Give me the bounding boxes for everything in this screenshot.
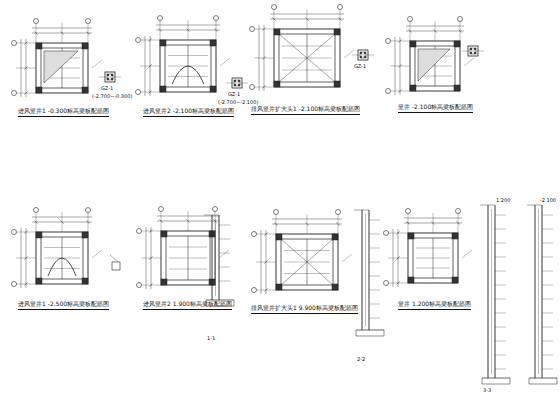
drawing-title: 进风竖井2 -2.100标高梁板配筋图 <box>143 108 234 117</box>
drawing-title: 进风竖井2 1.900标高梁板配筋图 <box>143 301 232 310</box>
annotation: GZ-1 <box>354 64 366 70</box>
annotation: (-2.700~-2.100) <box>218 100 258 106</box>
annotation: GZ-1 <box>228 92 240 98</box>
drawing-title: 竖井 1.200标高梁板配筋图 <box>398 301 471 310</box>
drawing-title: 进风竖井1 -0.300标高梁板配筋图 <box>18 108 109 117</box>
drawing-title: 排风竖井扩大头1 -2.100标高梁板配筋图 <box>251 106 360 115</box>
annotation: 1.200 <box>496 198 510 204</box>
drawing-title: 排风竖井扩大头1 9.900标高梁板配筋图 <box>251 305 358 314</box>
annotation: 2-2 <box>357 357 365 363</box>
drawing-title: 竖井 -2.100标高梁板配筋图 <box>398 104 473 113</box>
annotation: -2.100 <box>540 198 556 204</box>
annotation: (-2.700~-0.300) <box>92 94 132 100</box>
drawing-title: 进风竖井1 -2.500标高梁板配筋图 <box>18 301 109 310</box>
annotation: 3-3 <box>483 388 491 394</box>
annotation: 1-1 <box>207 336 215 342</box>
annotation: GZ-1 <box>101 86 113 92</box>
